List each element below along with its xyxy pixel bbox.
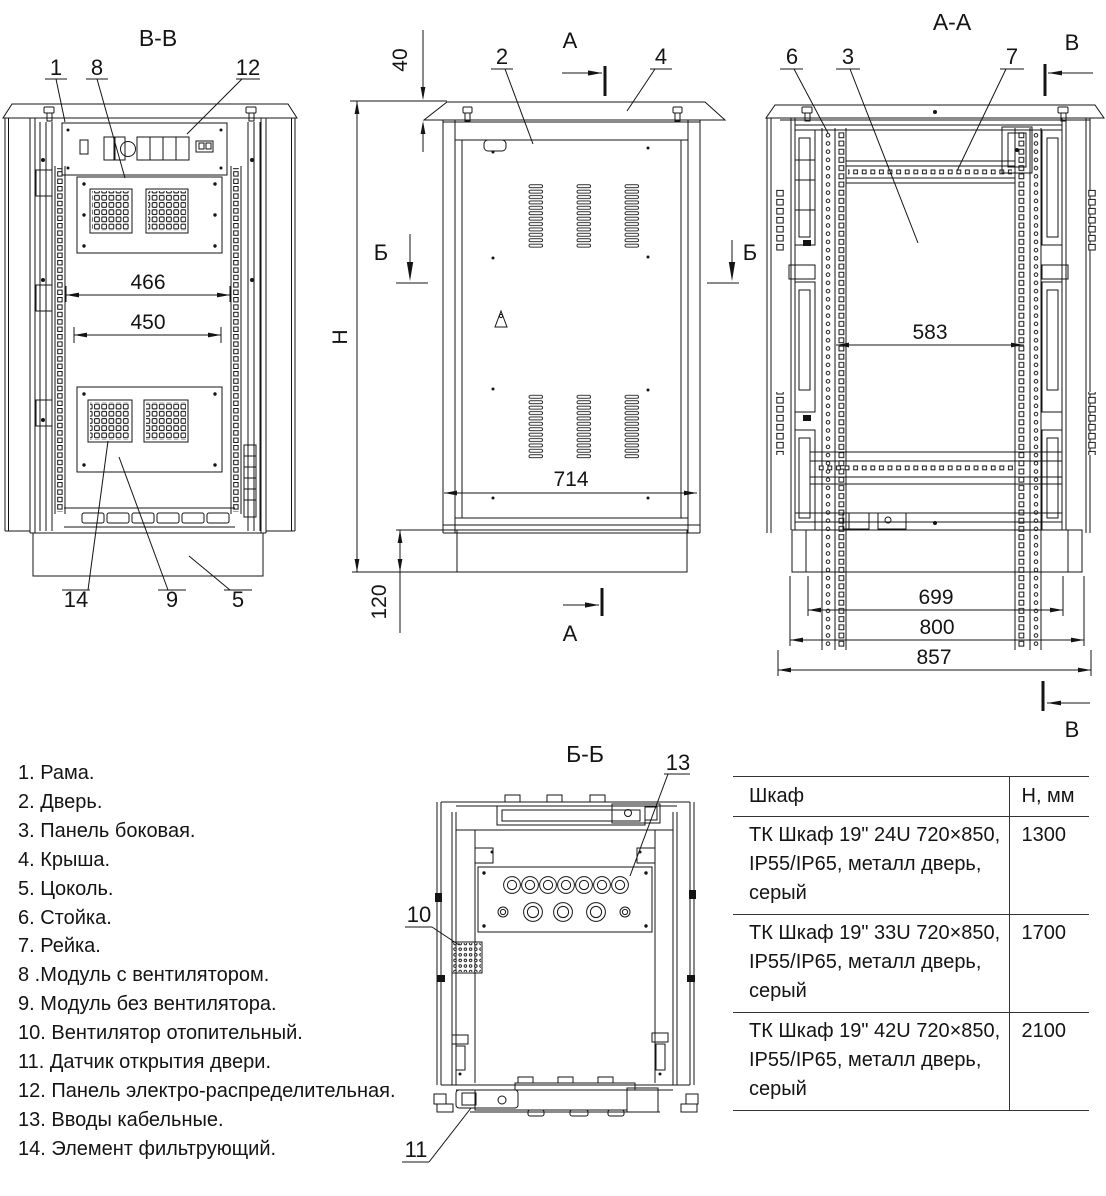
dim-h: Н [329,329,352,344]
bb-view-title: Б-Б [566,741,604,767]
callout-door-sensor: 11 [405,1137,428,1162]
callout-socle: 5 [232,587,244,612]
view-section-aa: А-А 6 3 7 583 699 800 857 В В [765,9,1105,742]
section-label-a-top: А [563,28,578,53]
table-row: ТК Шкаф 19" 33U 720×850, IP55/IP65, мета… [733,914,1089,1013]
dim-857: 857 [916,646,951,669]
dim-699: 699 [918,586,953,609]
cable-glands-row-bottom [497,902,631,922]
legend-item: 2. Дверь. [18,790,103,813]
legend-item: 6. Стойка. [18,906,112,929]
aa-rail-right [1017,130,1026,647]
callout-plain-module: 9 [166,587,178,612]
spec-col-height: Н, мм [1008,776,1089,817]
view-side: 2 4 А А Б Б 714 40 Н 120 [329,28,757,646]
callout-rail: 7 [1006,44,1018,69]
legend-item: 3. Панель боковая. [18,819,196,842]
section-label-b-right: Б [743,240,757,265]
parts-legend: 1. Рама. 2. Дверь. 3. Панель боковая. 4.… [18,759,396,1164]
cabinet-name: ТК Шкаф 19" 42U 720×850, IP55/IP65, мета… [733,1012,1009,1111]
door-lock [494,309,508,328]
door-handle [483,139,507,152]
callout-rack-post: 6 [786,44,798,69]
callout-door: 2 [496,44,508,69]
table-row: ТК Шкаф 19" 42U 720×850, IP55/IP65, мета… [733,1012,1089,1111]
callout-roof: 4 [655,44,667,69]
dim-120: 120 [368,584,391,619]
heater-fan [451,941,483,974]
callout-heater-fan: 10 [407,902,431,927]
front-rail-left [56,168,64,512]
side-socle [456,529,688,573]
view-section-bb: Б-Б 13 10 11 [402,741,699,1163]
front-rail-right [232,168,240,512]
louver-group [528,183,543,249]
section-label-v-bottom: В [1065,717,1080,742]
aa-view-title: А-А [933,9,972,35]
callout-frame: 1 [50,55,62,80]
front-ladder-strip [243,444,257,518]
electro-panel [61,122,228,176]
legend-item: 13. Вводы кабельные. [18,1108,224,1131]
legend-item: 9. Модуль без вентилятора. [18,993,277,1016]
legend-item: 10. Вентилятор отопительный. [18,1022,303,1045]
legend-item: 5. Цоколь. [18,877,114,900]
legend-item: 7. Рейка. [18,935,101,958]
cable-glands-row-top [503,876,629,894]
cable-entry-panel [477,866,653,933]
legend-item: 1. Рама. [18,762,95,784]
front-socle [32,532,264,577]
callout-electro-panel: 12 [236,55,260,80]
aa-hrail-bottom [816,464,1016,472]
dim-800: 800 [919,616,954,639]
aa-hrail-top [848,168,1012,176]
dim-714: 714 [553,468,588,491]
plain-module [76,386,223,473]
dim-466: 466 [130,271,165,294]
spec-table-header-row: Шкаф Н, мм [733,776,1089,817]
spec-col-cabinet: Шкаф [733,776,1009,817]
dim-583: 583 [912,321,947,344]
aa-rail-left [824,130,832,647]
door-sensor [455,1089,519,1109]
callout-fan-module: 8 [91,55,103,80]
table-row: ТК Шкаф 19" 24U 720×850, IP55/IP65, мета… [733,816,1089,915]
legend-item: 8 .Модуль с вентилятором. [18,964,270,987]
section-label-a-bottom: А [563,621,578,646]
aa-socle [791,529,1083,573]
cabinet-name: ТК Шкаф 19" 24U 720×850, IP55/IP65, мета… [733,816,1009,915]
cabinet-height: 2100 [1008,1012,1089,1111]
cabinet-height: 1300 [1008,816,1089,915]
section-label-v-top: В [1065,30,1080,55]
dim-450: 450 [130,311,165,334]
front-roof [2,103,298,119]
cabinet-height: 1700 [1008,914,1089,1013]
section-label-b-left: Б [374,240,388,265]
fan-module [76,176,223,254]
view-front-bb: В-В 1 8 12 14 9 5 466 450 [2,25,298,612]
front-view-title: В-В [139,25,177,51]
spec-table: Шкаф Н, мм ТК Шкаф 19" 24U 720×850, IP55… [733,776,1089,1111]
legend-item: 12. Панель электро-распределительная. [18,1079,396,1102]
dim-40: 40 [389,48,412,71]
legend-item: 4. Крыша. [18,848,111,871]
legend-item: 14. Элемент фильтрующий. [18,1137,277,1160]
cabinet-name: ТК Шкаф 19" 33U 720×850, IP55/IP65, мета… [733,914,1009,1013]
callout-cable-entries: 13 [666,750,690,775]
callout-filter-element: 14 [64,587,88,612]
side-roof [422,101,727,121]
callout-side-panel: 3 [842,44,854,69]
legend-item: 11. Датчик открытия двери. [18,1051,272,1074]
